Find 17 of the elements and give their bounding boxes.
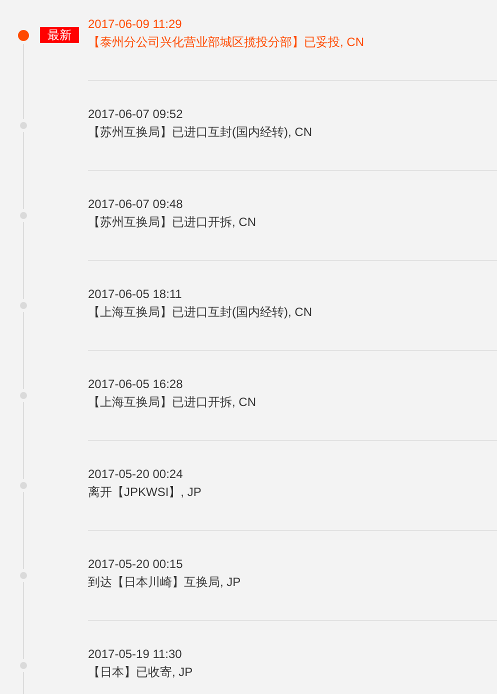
status-text: 【苏州互换局】已进口开拆, CN <box>88 214 256 231</box>
timestamp: 2017-06-09 11:29 <box>88 16 182 33</box>
status-text: 离开【JPKWSI】, JP <box>88 484 202 501</box>
status-text: 到达【日本川崎】互换局, JP <box>88 574 241 591</box>
status-text: 【上海互换局】已进口互封(国内经转), CN <box>88 304 312 321</box>
timestamp: 2017-06-07 09:52 <box>88 106 183 123</box>
timestamp: 2017-06-05 16:28 <box>88 376 183 393</box>
timestamp: 2017-05-20 00:15 <box>88 556 183 573</box>
status-text: 【上海互换局】已进口开拆, CN <box>88 394 256 411</box>
timestamp: 2017-05-19 11:30 <box>88 646 182 663</box>
timestamp: 2017-06-07 09:48 <box>88 196 183 213</box>
timestamp: 2017-06-05 18:11 <box>88 286 182 303</box>
status-text: 【日本】已收寄, JP <box>88 664 193 681</box>
status-text: 【苏州互换局】已进口互封(国内经转), CN <box>88 124 312 141</box>
status-text: 【泰州分公司兴化营业部城区揽投分部】已妥投, CN <box>88 34 364 51</box>
latest-badge: 最新 <box>40 27 79 43</box>
timestamp: 2017-05-20 00:24 <box>88 466 183 483</box>
